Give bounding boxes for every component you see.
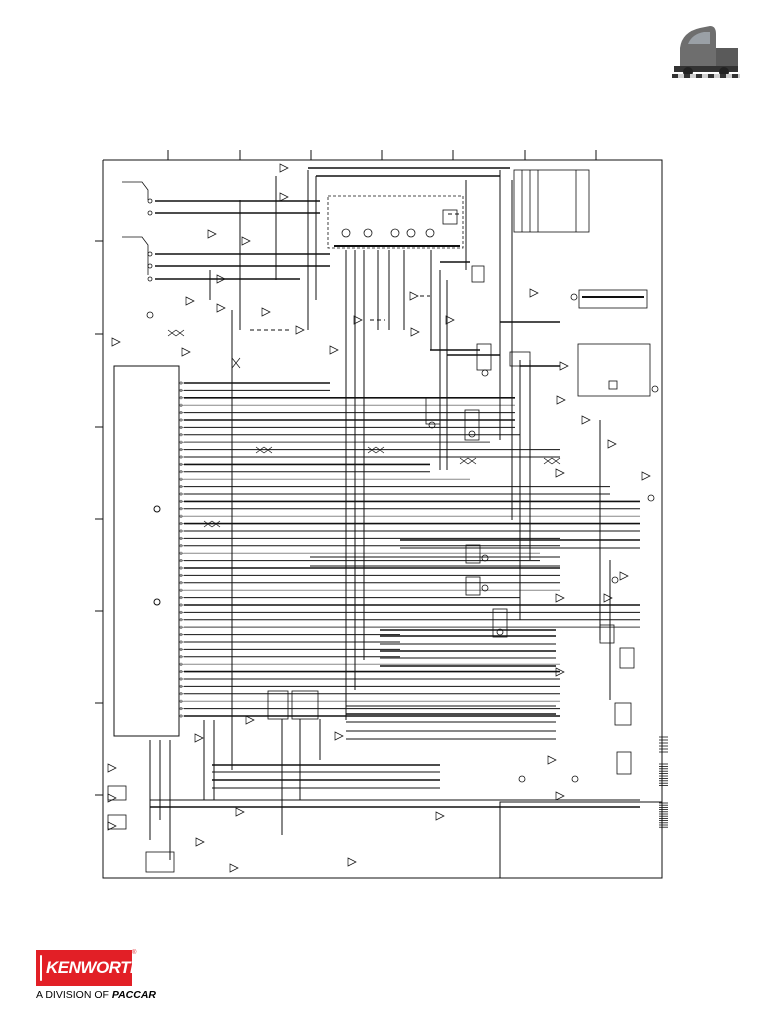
ecu-marker-top: [153, 505, 161, 513]
schematic-frame: [102, 159, 663, 879]
truck-cab-icon: [672, 26, 740, 78]
switch-assemblies: [122, 181, 154, 319]
division-prefix: A DIVISION OF: [36, 989, 109, 1001]
kenworth-logo: KENWORTH ® A DIVISION OF PACCAR: [36, 950, 156, 1008]
instrument-connector: [327, 195, 464, 249]
logo-badge: KENWORTH: [36, 950, 142, 986]
harness-wires: [149, 167, 640, 860]
division-line: A DIVISION OF PACCAR: [36, 989, 156, 1001]
grid-ticks: [95, 150, 597, 796]
parent-company: PACCAR: [111, 989, 156, 1001]
bottom-modules: [107, 690, 319, 873]
relays: [425, 265, 635, 775]
fuse-block: [513, 169, 590, 233]
registered-mark: ®: [132, 950, 137, 956]
reference-markers: [107, 163, 651, 873]
wire-crossings: [167, 329, 561, 528]
ecu-module: [113, 365, 180, 737]
ecu-marker-bottom: [153, 598, 161, 606]
logo-wordmark: KENWORTH: [46, 958, 142, 977]
kenworth-seal-icon: [40, 955, 42, 981]
edge-connectors: [659, 736, 668, 828]
right-components: [518, 289, 659, 783]
ecu-pins: [179, 381, 184, 718]
